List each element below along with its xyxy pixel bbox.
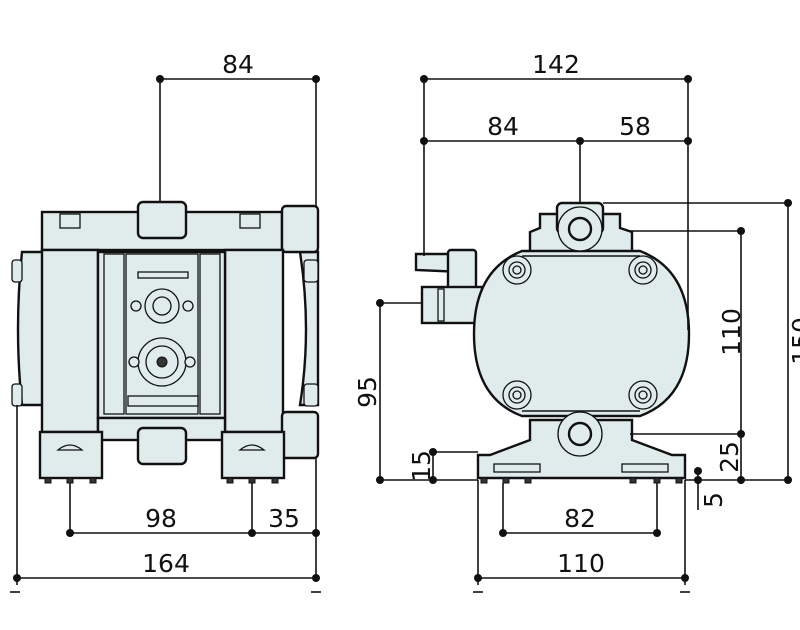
bolt-icon <box>303 383 319 407</box>
top-center-port <box>136 200 188 240</box>
front-view-dimensions: 84 98 35 164 <box>10 50 321 593</box>
dim-base-width: 110 <box>557 549 605 578</box>
foot-slot <box>493 463 541 473</box>
valve-fitting-inner <box>152 296 172 316</box>
bolt-icon <box>11 383 23 407</box>
dim-overall-height: 150 <box>787 317 800 365</box>
bolt-icon <box>11 259 23 283</box>
valve-bar <box>127 395 199 407</box>
dim-port-spacing: 110 <box>717 308 746 356</box>
dim-bolt-offset: 35 <box>268 504 300 533</box>
center-rib <box>103 253 125 415</box>
pump-body <box>472 249 691 418</box>
right-diaphragm-cover <box>298 250 320 407</box>
foot-pad <box>66 477 74 484</box>
bolt-icon <box>303 259 319 283</box>
body-bolts <box>502 255 658 410</box>
bolt-icon <box>239 213 261 229</box>
dim-foot-spacing: 82 <box>564 504 596 533</box>
dim-bolt-spacing: 98 <box>145 504 177 533</box>
right-foot <box>220 430 286 480</box>
front-view-pump <box>11 200 320 484</box>
bolt-icon <box>59 213 81 229</box>
screw-icon <box>184 356 196 368</box>
dim-bottom-port-height: 25 <box>715 441 744 473</box>
foot-pad <box>44 477 52 484</box>
foot-pad <box>271 477 279 484</box>
inlet-port <box>280 410 320 460</box>
air-valve-block <box>125 253 199 415</box>
dim-foot-height: 5 <box>699 492 728 508</box>
valve-pipe <box>420 285 484 325</box>
foot-detail <box>56 444 84 451</box>
screw-icon <box>182 300 194 312</box>
valve-body <box>446 248 478 292</box>
bottom-center-port <box>136 426 188 466</box>
dim-outlet-offset: 58 <box>619 112 651 141</box>
side-view-dimensions: 142 84 58 150 110 25 5 95 15 82 <box>353 50 800 593</box>
foot-pad <box>226 477 234 484</box>
center-rib <box>199 253 221 415</box>
left-chamber <box>40 248 100 434</box>
foot-slot <box>621 463 669 473</box>
pipe-ring <box>437 288 445 322</box>
dim-base-height: 15 <box>407 450 436 482</box>
dim-overall-depth: 142 <box>532 50 580 79</box>
top-port-opening <box>567 216 593 242</box>
valve-bar <box>137 271 189 279</box>
muffler-center <box>156 356 168 368</box>
bottom-port-opening <box>567 421 593 447</box>
screw-icon <box>130 300 142 312</box>
side-view-pump <box>414 201 691 484</box>
dim-overall-width: 164 <box>142 549 190 578</box>
right-chamber <box>223 248 285 434</box>
foot-pad <box>89 477 97 484</box>
outlet-port <box>280 204 320 254</box>
screw-icon <box>128 356 140 368</box>
left-foot <box>38 430 104 480</box>
dim-valve-height: 95 <box>353 376 382 408</box>
foot-detail <box>238 444 266 451</box>
foot-pad <box>248 477 256 484</box>
dim-top-width: 84 <box>222 50 254 79</box>
dim-inlet-offset: 84 <box>487 112 519 141</box>
